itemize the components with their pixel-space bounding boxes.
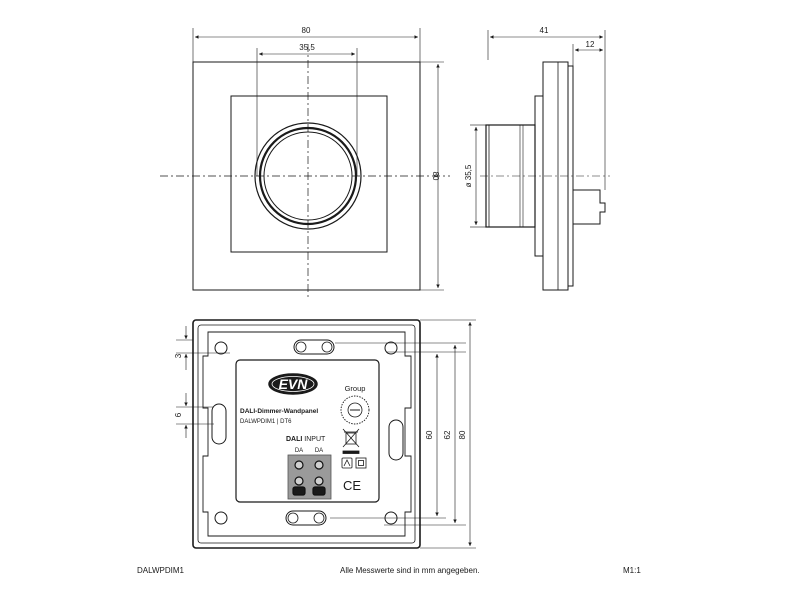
front-height-label: 80 xyxy=(431,172,440,181)
front-knob-diameter-label: 35,5 xyxy=(299,43,315,52)
group-label: Group xyxy=(345,384,366,393)
side-diameter-label: ø 35,5 xyxy=(464,164,473,187)
back-frame-inner xyxy=(197,324,416,544)
back-view xyxy=(176,319,476,549)
group-rotary-switch xyxy=(340,395,370,425)
terminal-a-label: DA xyxy=(295,448,303,454)
front-view xyxy=(160,28,450,300)
back-dim-62-label: 62 xyxy=(443,430,452,439)
back-hole-bl xyxy=(214,511,228,525)
product-model-line: DALWPDIM1 | DT6 xyxy=(240,419,292,425)
back-frame-outer xyxy=(192,319,421,549)
ce-mark: CE xyxy=(343,478,361,493)
brand-logo-oval xyxy=(268,373,318,395)
back-dim-60-label: 60 xyxy=(425,430,434,439)
side-depth-label: 41 xyxy=(540,26,549,35)
footer-scale: M1:1 xyxy=(623,566,641,575)
terminal-b-label: DA xyxy=(315,448,323,454)
terminal-screws xyxy=(292,460,326,496)
brand-logo-text: EVN xyxy=(279,376,309,392)
side-knob-depth-label: 12 xyxy=(586,40,595,49)
back-mounting-plate xyxy=(202,331,412,537)
weee-bin-icon xyxy=(342,428,360,454)
front-frame-inner xyxy=(230,95,388,253)
back-slot-left xyxy=(211,403,227,445)
footer-model: DALWPDIM1 xyxy=(137,566,184,575)
back-slot-top xyxy=(293,339,335,355)
side-knob xyxy=(485,124,536,228)
back-slot-bottom xyxy=(285,510,327,526)
front-width-label: 80 xyxy=(302,26,311,35)
back-module-housing xyxy=(235,359,380,503)
indoor-use-icon xyxy=(341,457,353,469)
dali-input-label: DALI INPUT xyxy=(286,436,326,443)
back-hole-tl xyxy=(214,341,228,355)
class-ii-icon xyxy=(355,457,367,469)
front-knob-outer xyxy=(254,122,362,230)
side-connector xyxy=(573,189,606,225)
back-dim-80-label: 80 xyxy=(458,430,467,439)
side-view xyxy=(470,30,610,291)
back-hole-tr xyxy=(384,341,398,355)
footer-note: Alle Messwerte sind in mm angegeben. xyxy=(340,566,480,575)
back-dim-3-label: 3 xyxy=(174,353,183,358)
back-dim-6-label: 6 xyxy=(174,412,183,417)
back-slot-right xyxy=(388,419,404,461)
product-name: DALI-Dimmer-Wandpanel xyxy=(240,408,318,415)
